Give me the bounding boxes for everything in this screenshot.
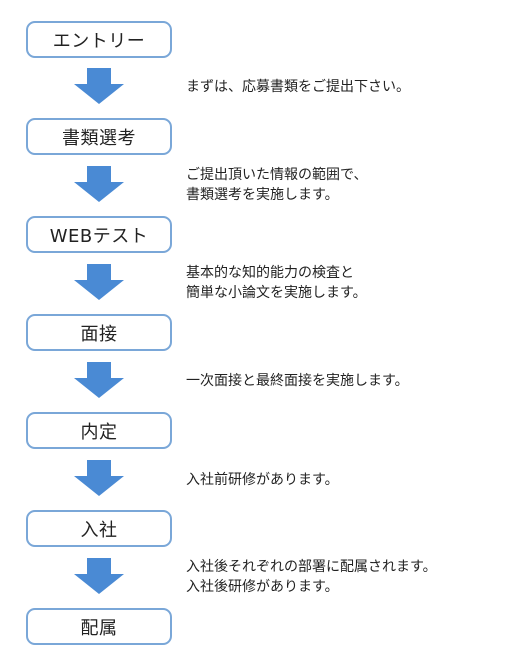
step-joining: 入社 [26,510,172,547]
description-entry: まずは、応募書類をご提出下さい。 [186,77,410,97]
step-interview: 面接 [26,314,172,351]
step-assignment: 配属 [26,608,172,645]
description-job-offer: 入社前研修があります。 [186,470,339,490]
description-line: 簡単な小論文を実施します。 [186,285,367,301]
step-label: WEBテスト [49,225,149,247]
description-line: 入社後それぞれの部署に配属されます。 [186,559,437,575]
down-arrow-icon [74,166,124,202]
description-joining: 入社後それぞれの部署に配属されます。 入社後研修があります。 [186,557,437,597]
step-document-screening: 書類選考 [26,118,172,155]
description-line: まずは、応募書類をご提出下さい。 [186,79,410,95]
step-label: 入社 [80,519,118,541]
down-arrow-icon [74,264,124,300]
step-entry: エントリー [26,21,172,58]
step-label: 内定 [80,421,118,443]
step-label: 配属 [80,617,118,639]
description-document-screening: ご提出頂いた情報の範囲で、 書類選考を実施します。 [186,165,367,205]
description-line: 入社前研修があります。 [186,472,339,488]
description-line: 書類選考を実施します。 [186,187,339,203]
step-job-offer: 内定 [26,412,172,449]
description-interview: 一次面接と最終面接を実施します。 [186,371,409,391]
step-web-test: WEBテスト [26,216,172,253]
down-arrow-icon [74,362,124,398]
step-label: 書類選考 [62,127,136,149]
description-web-test: 基本的な知的能力の検査と 簡単な小論文を実施します。 [186,263,367,303]
description-line: 入社後研修があります。 [186,579,339,595]
description-line: ご提出頂いた情報の範囲で、 [186,167,368,183]
step-label: 面接 [80,323,118,345]
description-line: 一次面接と最終面接を実施します。 [186,373,409,389]
down-arrow-icon [74,68,124,104]
step-label: エントリー [52,30,146,52]
description-line: 基本的な知的能力の検査と [186,265,354,281]
down-arrow-icon [74,558,124,594]
down-arrow-icon [74,460,124,496]
